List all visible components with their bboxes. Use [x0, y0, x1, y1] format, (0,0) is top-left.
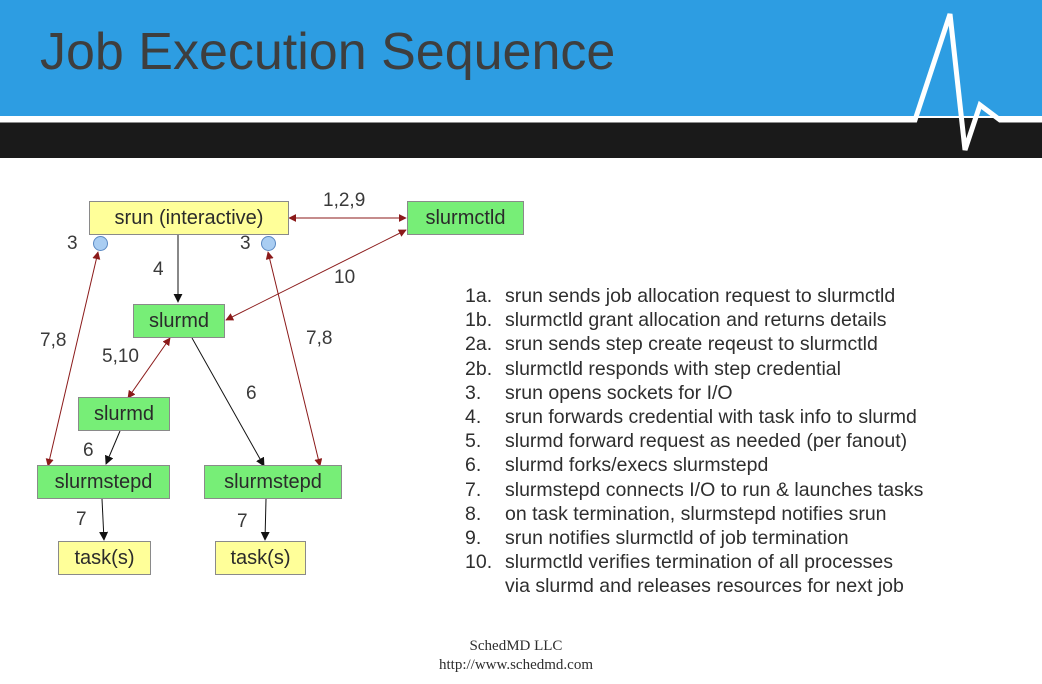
diagram-connectors [45, 214, 407, 541]
step-text: slurmstepd connects I/O to run & launche… [505, 478, 924, 501]
step-item: 9. srun notifies slurmctld of job termina… [465, 526, 923, 550]
step-item: 3. srun opens sockets for I/O [465, 381, 923, 405]
step-item: 10. slurmctld verifies termination of all… [465, 550, 923, 598]
node-slurmstepd-right: slurmstepd [204, 465, 342, 499]
job-execution-diagram: srun (interactive) slurmctld slurmd slur… [0, 160, 540, 600]
step-number: 2a. [465, 333, 493, 356]
label-srun-slurmctld: 1,2,9 [323, 190, 366, 211]
step-item: 1a. srun sends job allocation request to … [465, 284, 923, 308]
step-text: srun sends step create reqeust to slurmc… [505, 333, 878, 356]
footer: SchedMD LLC http://www.schedmd.com [0, 637, 1032, 675]
step-text: on task termination, slurmstepd notifies… [505, 502, 887, 525]
step-item: 2a. srun sends step create reqeust to slu… [465, 332, 923, 356]
step-number: 4. [465, 406, 482, 429]
step-item: 2b. slurmctld responds with step credenti… [465, 357, 923, 381]
node-slurmstepd-left: slurmstepd [37, 465, 170, 499]
connector-slurmd-slurmstepd-right [191, 337, 265, 467]
step-item: 8. on task termination, slurmstepd notifi… [465, 502, 923, 526]
step-number: 1a. [465, 285, 493, 307]
connector-slurmd-slurmd [127, 337, 171, 399]
label-slurmctld-slurmd: 10 [334, 267, 356, 288]
step-item: 1b. slurmctld grant allocation and return… [465, 308, 923, 332]
label-socket-left: 3 [67, 233, 78, 254]
label-socket-right: 3 [240, 233, 251, 254]
label-slurmd-fork: 6 [246, 383, 257, 404]
header-dark-band [0, 118, 1042, 158]
node-tasks-left: task(s) [58, 541, 151, 575]
step-text: slurmctld grant allocation and returns d… [505, 309, 887, 332]
connector-slurmstepd-task-right [260, 498, 270, 541]
label-child-stepd: 6 [83, 440, 94, 461]
step-text: slurmd forks/execs slurmstepd [505, 454, 769, 477]
step-number: 6. [465, 454, 482, 477]
label-io-right: 7,8 [306, 328, 333, 349]
steps-list: 1a. srun sends job allocation request to … [465, 284, 923, 599]
slide-title: Job Execution Sequence [40, 23, 616, 81]
connector-socket-slurmstepd-left [45, 251, 101, 467]
step-text: srun forwards credential with task info … [505, 406, 917, 429]
node-srun-interactive: srun (interactive) [89, 201, 289, 235]
connector-slurmctld-slurmd [225, 229, 407, 321]
label-task-left: 7 [76, 509, 87, 530]
step-text: slurmctld responds with step credential [505, 357, 841, 380]
node-slurmctld: slurmctld [407, 201, 524, 235]
step-item: 4. srun forwards credential with task inf… [465, 405, 923, 429]
step-item: 7. slurmstepd connects I/O to run & launc… [465, 478, 923, 502]
connector-socket-slurmstepd-right [265, 251, 323, 467]
connector-slurmd-slurmstepd-left [105, 430, 121, 465]
footer-url: http://www.schedmd.com [438, 657, 593, 673]
step-item: 6. slurmd forks/execs slurmstepd [465, 453, 923, 477]
step-number: 8. [465, 502, 482, 525]
step-text: srun opens sockets for I/O [505, 381, 733, 404]
step-number: 2b. [465, 357, 493, 380]
node-tasks-right: task(s) [215, 541, 306, 575]
step-number: 1b. [465, 309, 493, 332]
node-slurmd-child: slurmd [78, 397, 170, 431]
io-socket-left-icon [93, 236, 108, 251]
label-slurmd-child: 5,10 [102, 346, 139, 367]
step-number: 7. [465, 478, 482, 501]
step-text: slurmctld verifies termination of all pr… [505, 551, 904, 598]
step-text: srun notifies slurmctld of job terminati… [505, 527, 849, 550]
step-number: 9. [465, 527, 482, 550]
node-slurmd-main: slurmd [133, 304, 225, 338]
label-srun-slurmd: 4 [153, 259, 164, 280]
connector-slurmstepd-task-left [99, 498, 109, 541]
step-text: slurmd forward request as needed (per fa… [505, 430, 908, 453]
step-number: 5. [465, 430, 482, 453]
step-number: 10. [465, 551, 493, 574]
step-text: srun sends job allocation request to slu… [505, 285, 896, 307]
step-item: 5. slurmd forward request as needed (per … [465, 429, 923, 453]
footer-company: SchedMD LLC [469, 638, 563, 654]
label-task-right: 7 [237, 511, 248, 532]
label-io-left: 7,8 [40, 330, 67, 351]
step-number: 3. [465, 381, 482, 404]
io-socket-right-icon [261, 236, 276, 251]
